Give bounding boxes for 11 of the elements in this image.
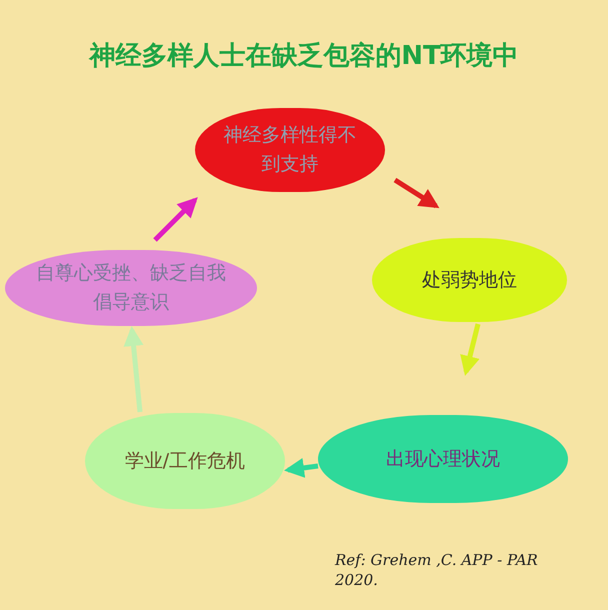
node-text: 学业/工作危机 (124, 448, 246, 474)
node-text: 处弱势地位 (422, 268, 517, 292)
arrow (394, 178, 440, 208)
node-text: 出现心理状况 (386, 446, 500, 472)
node-text: 神经多样性得不到支持 (223, 123, 357, 177)
arrow (460, 323, 480, 376)
arrow (124, 326, 144, 412)
title: 神经多样人士在缺乏包容的NT环境中 (88, 40, 520, 73)
reference-note: Ref: Grehem ,C. APP - PAR 2020. (335, 550, 539, 590)
node-text: 自尊心受挫、缺乏自我倡导意识 (35, 261, 227, 315)
arrow (284, 458, 318, 478)
